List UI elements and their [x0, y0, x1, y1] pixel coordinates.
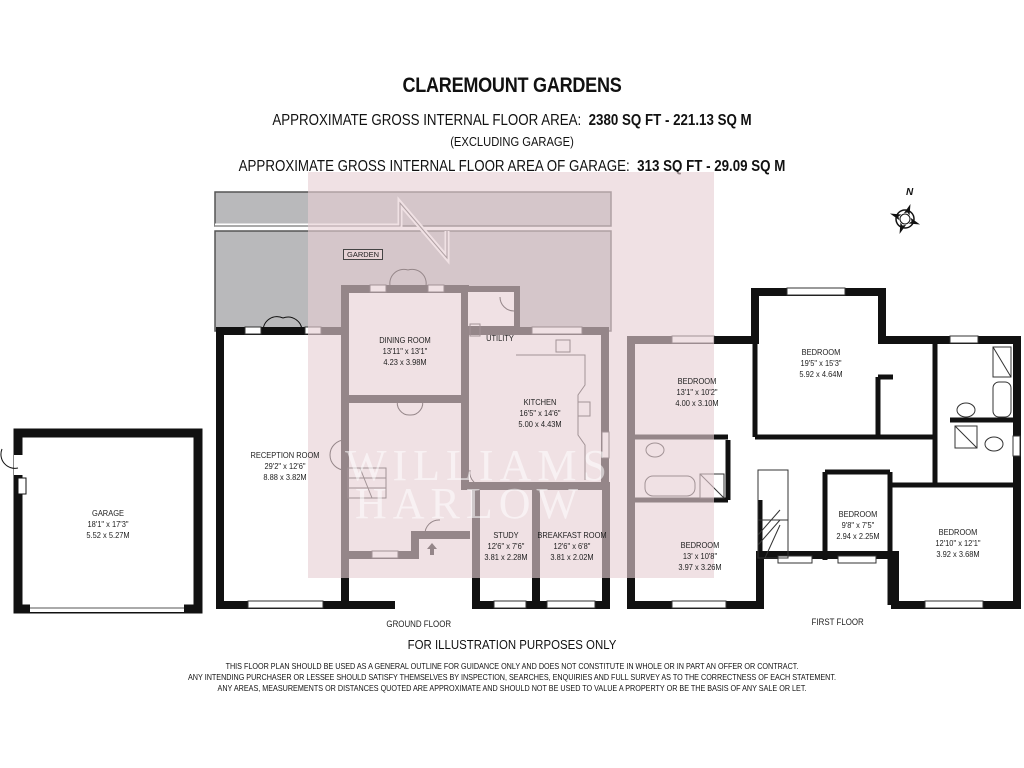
property-title: CLAREMOUNT GARDENS	[402, 74, 622, 97]
room-name: BEDROOM	[938, 527, 978, 537]
floor-area-note: (EXCLUDING GARAGE)	[450, 134, 574, 149]
floor-area-value: 2380 SQ FT - 221.13 SQ M	[588, 112, 752, 129]
room-size-imperial: 12'10" x 12'1"	[935, 538, 981, 548]
room-label-reception: RECEPTION ROOM 29'2" x 12'6" 8.88 x 3.82…	[237, 450, 334, 483]
room-label-kitchen: KITCHEN 16'5" x 14'6" 5.00 x 4.43M	[500, 397, 579, 430]
room-size-imperial: 12'6" x 7'6"	[487, 541, 525, 551]
room-size-imperial: 13'11" x 13'1"	[382, 346, 428, 356]
floor-area-line: APPROXIMATE GROSS INTERNAL FLOOR AREA: 2…	[72, 112, 953, 130]
first-floor-stairs	[757, 469, 789, 559]
compass-north-label: N	[906, 187, 914, 198]
room-name: BEDROOM	[677, 376, 717, 386]
room-label-utility: UTILITY	[482, 333, 517, 344]
room-label-breakfast: BREAKFAST ROOM 12'6" x 6'8" 3.81 x 2.02M	[537, 530, 607, 563]
room-name: KITCHEN	[523, 397, 557, 407]
first-floor-walls	[627, 288, 1021, 609]
room-label-bedroom-2: BEDROOM 19'5" x 15'3" 5.92 x 4.64M	[786, 347, 856, 380]
floor-area-label: APPROXIMATE GROSS INTERNAL FLOOR AREA:	[272, 112, 582, 129]
room-size-metric: 4.23 x 3.98M	[383, 357, 427, 367]
illustration-notice: FOR ILLUSTRATION PURPOSES ONLY	[407, 637, 617, 652]
room-size-metric: 5.52 x 5.27M	[86, 530, 130, 540]
first-floor-windows	[671, 287, 1021, 609]
room-label-bedroom-5: BEDROOM 12'10" x 12'1" 3.92 x 3.68M	[918, 527, 997, 560]
room-size-metric: 3.97 x 3.26M	[678, 562, 722, 572]
room-size-metric: 2.94 x 2.25M	[836, 531, 880, 541]
room-name: BEDROOM	[680, 540, 720, 550]
room-label-bedroom-1: BEDROOM 13'1" x 10'2" 4.00 x 3.10M	[662, 376, 732, 409]
room-size-metric: 8.88 x 3.82M	[263, 472, 307, 482]
room-size-imperial: 18'1" x 17'3"	[87, 519, 129, 529]
room-size-metric: 5.92 x 4.64M	[799, 369, 843, 379]
room-name: UTILITY	[486, 333, 514, 343]
room-size-imperial: 13'1" x 10'2"	[676, 387, 718, 397]
disclaimer-line-1: THIS FLOOR PLAN SHOULD BE USED AS A GENE…	[225, 661, 799, 671]
room-size-metric: 3.81 x 2.28M	[484, 552, 528, 562]
disclaimer-line-3: ANY AREAS, MEASUREMENTS OR DISTANCES QUO…	[217, 683, 807, 693]
room-name: RECEPTION ROOM	[250, 450, 320, 460]
room-size-metric: 3.92 x 3.68M	[936, 549, 980, 559]
room-label-bedroom-3: BEDROOM 13' x 10'8" 3.97 x 3.26M	[665, 540, 735, 573]
room-size-imperial: 16'5" x 14'6"	[519, 408, 561, 418]
watermark-line-1: WILLIAMS	[345, 441, 613, 490]
room-size-metric: 4.00 x 3.10M	[675, 398, 719, 408]
ground-floor-label: GROUND FLOOR	[386, 619, 452, 629]
room-name: BREAKFAST ROOM	[537, 530, 607, 540]
room-label-dining: DINING ROOM 13'11" x 13'1" 4.23 x 3.98M	[361, 335, 449, 368]
room-name: GARAGE	[91, 508, 125, 518]
watermark-line-2: HARLOW	[355, 479, 585, 528]
disclaimer-line-2: ANY INTENDING PURCHASER OR LESSEE SHOULD…	[188, 672, 836, 682]
compass-rose-icon	[889, 203, 921, 235]
garage-area-value: 313 SQ FT - 29.09 SQ M	[637, 158, 786, 175]
room-size-imperial: 19'5" x 15'3"	[800, 358, 842, 368]
room-name: STUDY	[493, 530, 519, 540]
room-size-imperial: 29'2" x 12'6"	[264, 461, 306, 471]
watermark-overlay	[308, 172, 714, 578]
room-name: BEDROOM	[838, 509, 878, 519]
garage-structure	[0, 428, 203, 614]
garden-label: GARDEN	[343, 249, 384, 260]
room-label-study: STUDY 12'6" x 7'6" 3.81 x 2.28M	[480, 530, 533, 563]
room-name: DINING ROOM	[379, 335, 431, 345]
first-floor-label: FIRST FLOOR	[811, 617, 864, 627]
room-label-garage: GARAGE 18'1" x 17'3" 5.52 x 5.27M	[64, 508, 152, 541]
room-size-metric: 3.81 x 2.02M	[550, 552, 594, 562]
room-label-bedroom-4: BEDROOM 9'8" x 7'5" 2.94 x 2.25M	[823, 509, 893, 542]
garage-area-label: APPROXIMATE GROSS INTERNAL FLOOR AREA OF…	[238, 158, 630, 175]
room-size-imperial: 13' x 10'8"	[682, 551, 718, 561]
room-name: BEDROOM	[801, 347, 841, 357]
garage-area-line: APPROXIMATE GROSS INTERNAL FLOOR AREA OF…	[72, 158, 953, 176]
room-size-imperial: 12'6" x 6'8"	[553, 541, 591, 551]
room-size-metric: 5.00 x 4.43M	[518, 419, 562, 429]
room-size-imperial: 9'8" x 7'5"	[841, 520, 875, 530]
